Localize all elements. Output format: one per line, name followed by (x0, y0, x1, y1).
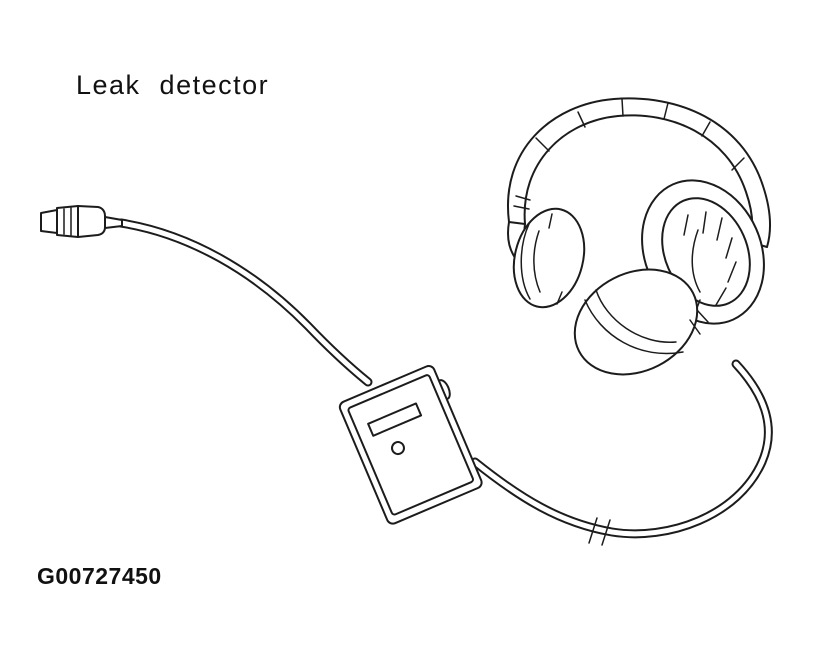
headphones-illustration (506, 97, 772, 376)
detector-unit (338, 365, 483, 525)
detector-display (367, 402, 423, 437)
headphone-cable (470, 359, 773, 546)
detector-body (338, 365, 483, 525)
lower-ear-cup (573, 268, 709, 376)
left-ear-cup (507, 207, 586, 309)
figure-title-label: Leak detector (76, 70, 270, 100)
headband (506, 97, 772, 248)
detector-button (390, 441, 405, 456)
probe-cable (116, 218, 373, 387)
probe (40, 205, 123, 238)
figure-id-label: G00727450 (37, 563, 162, 589)
